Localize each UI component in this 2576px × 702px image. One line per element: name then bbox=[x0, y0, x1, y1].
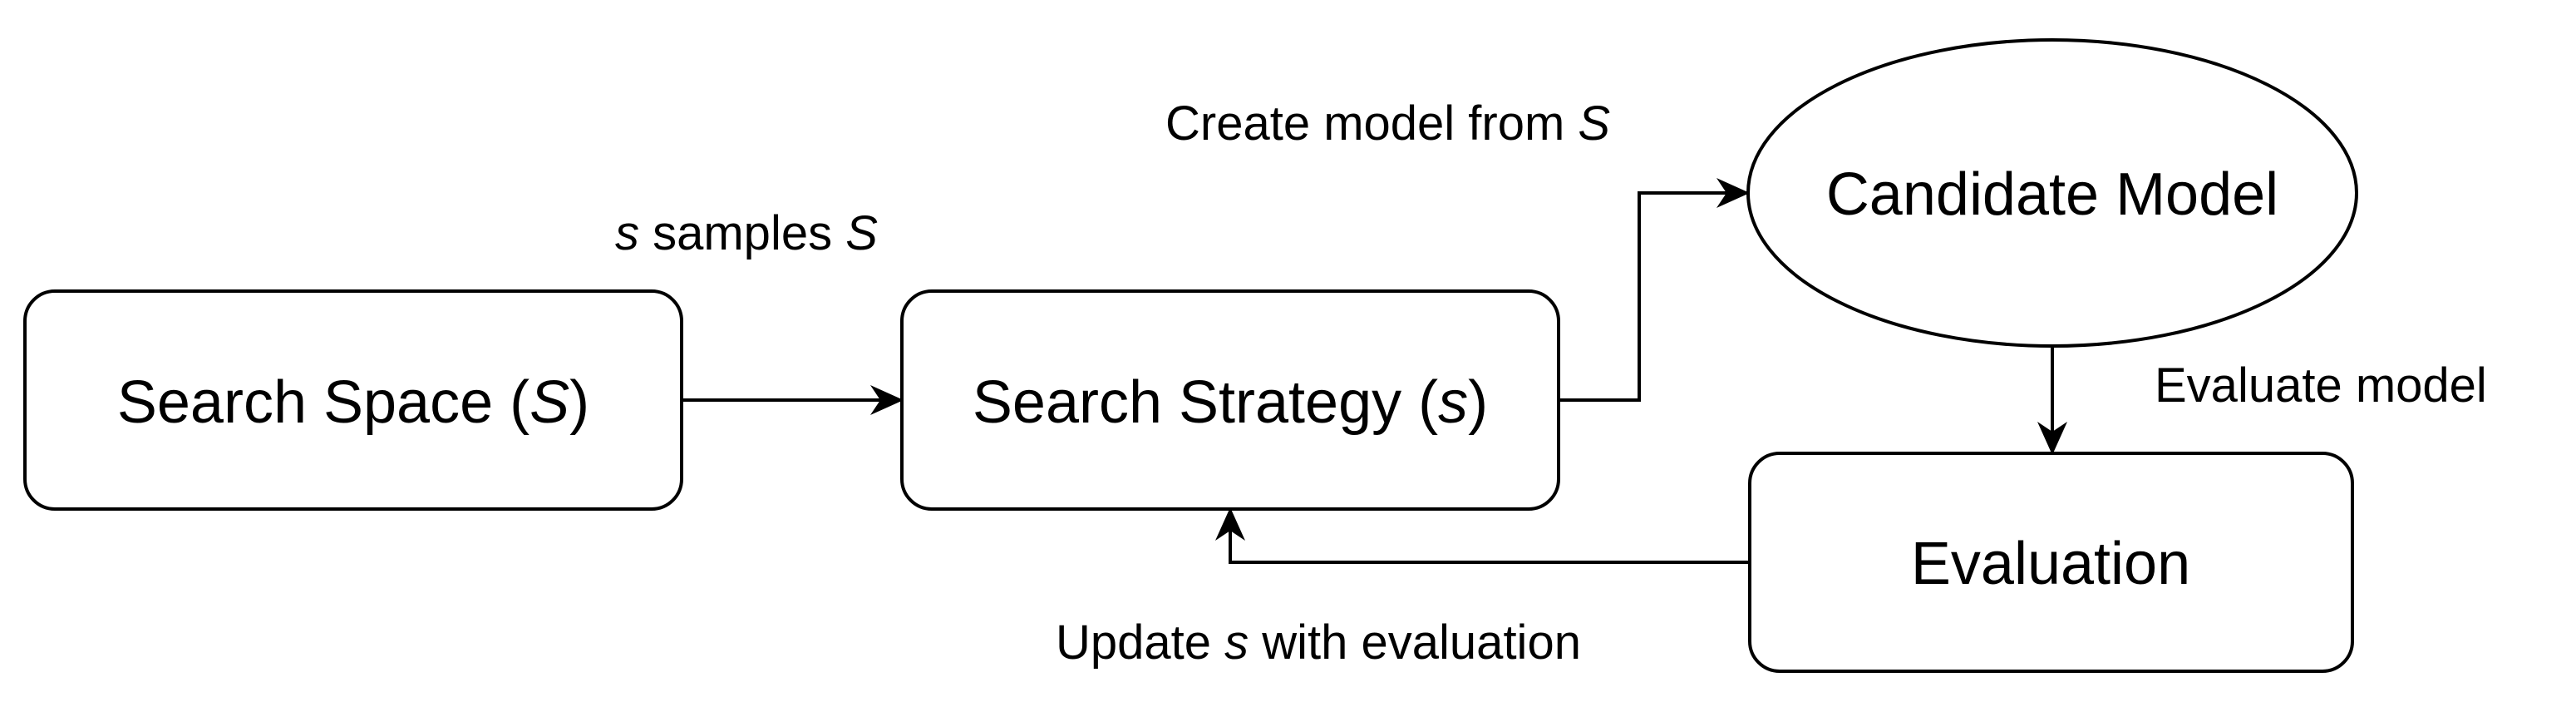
search-strategy-label: Search Strategy (s) bbox=[973, 369, 1488, 436]
edge-strategy-to-candidate bbox=[1559, 178, 1750, 402]
search-space-label: Search Space (S) bbox=[117, 369, 589, 436]
search-space-node: Search Space (S) bbox=[23, 289, 683, 511]
evaluation-label: Evaluation bbox=[1911, 531, 2190, 597]
update-label: Update s with evaluation bbox=[1056, 615, 1581, 670]
candidate-model-label: Candidate Model bbox=[1826, 161, 2278, 228]
create-model-label: Create model from S bbox=[1165, 96, 1610, 151]
edge-evaluation-to-strategy bbox=[1215, 507, 1750, 564]
search-strategy-node: Search Strategy (s) bbox=[900, 289, 1560, 511]
evaluation-node: Evaluation bbox=[1748, 452, 2354, 673]
samples-label: s samples S bbox=[615, 206, 878, 260]
candidate-model-node: Candidate Model bbox=[1746, 38, 2358, 348]
evaluate-model-label: Evaluate model bbox=[2155, 358, 2487, 413]
